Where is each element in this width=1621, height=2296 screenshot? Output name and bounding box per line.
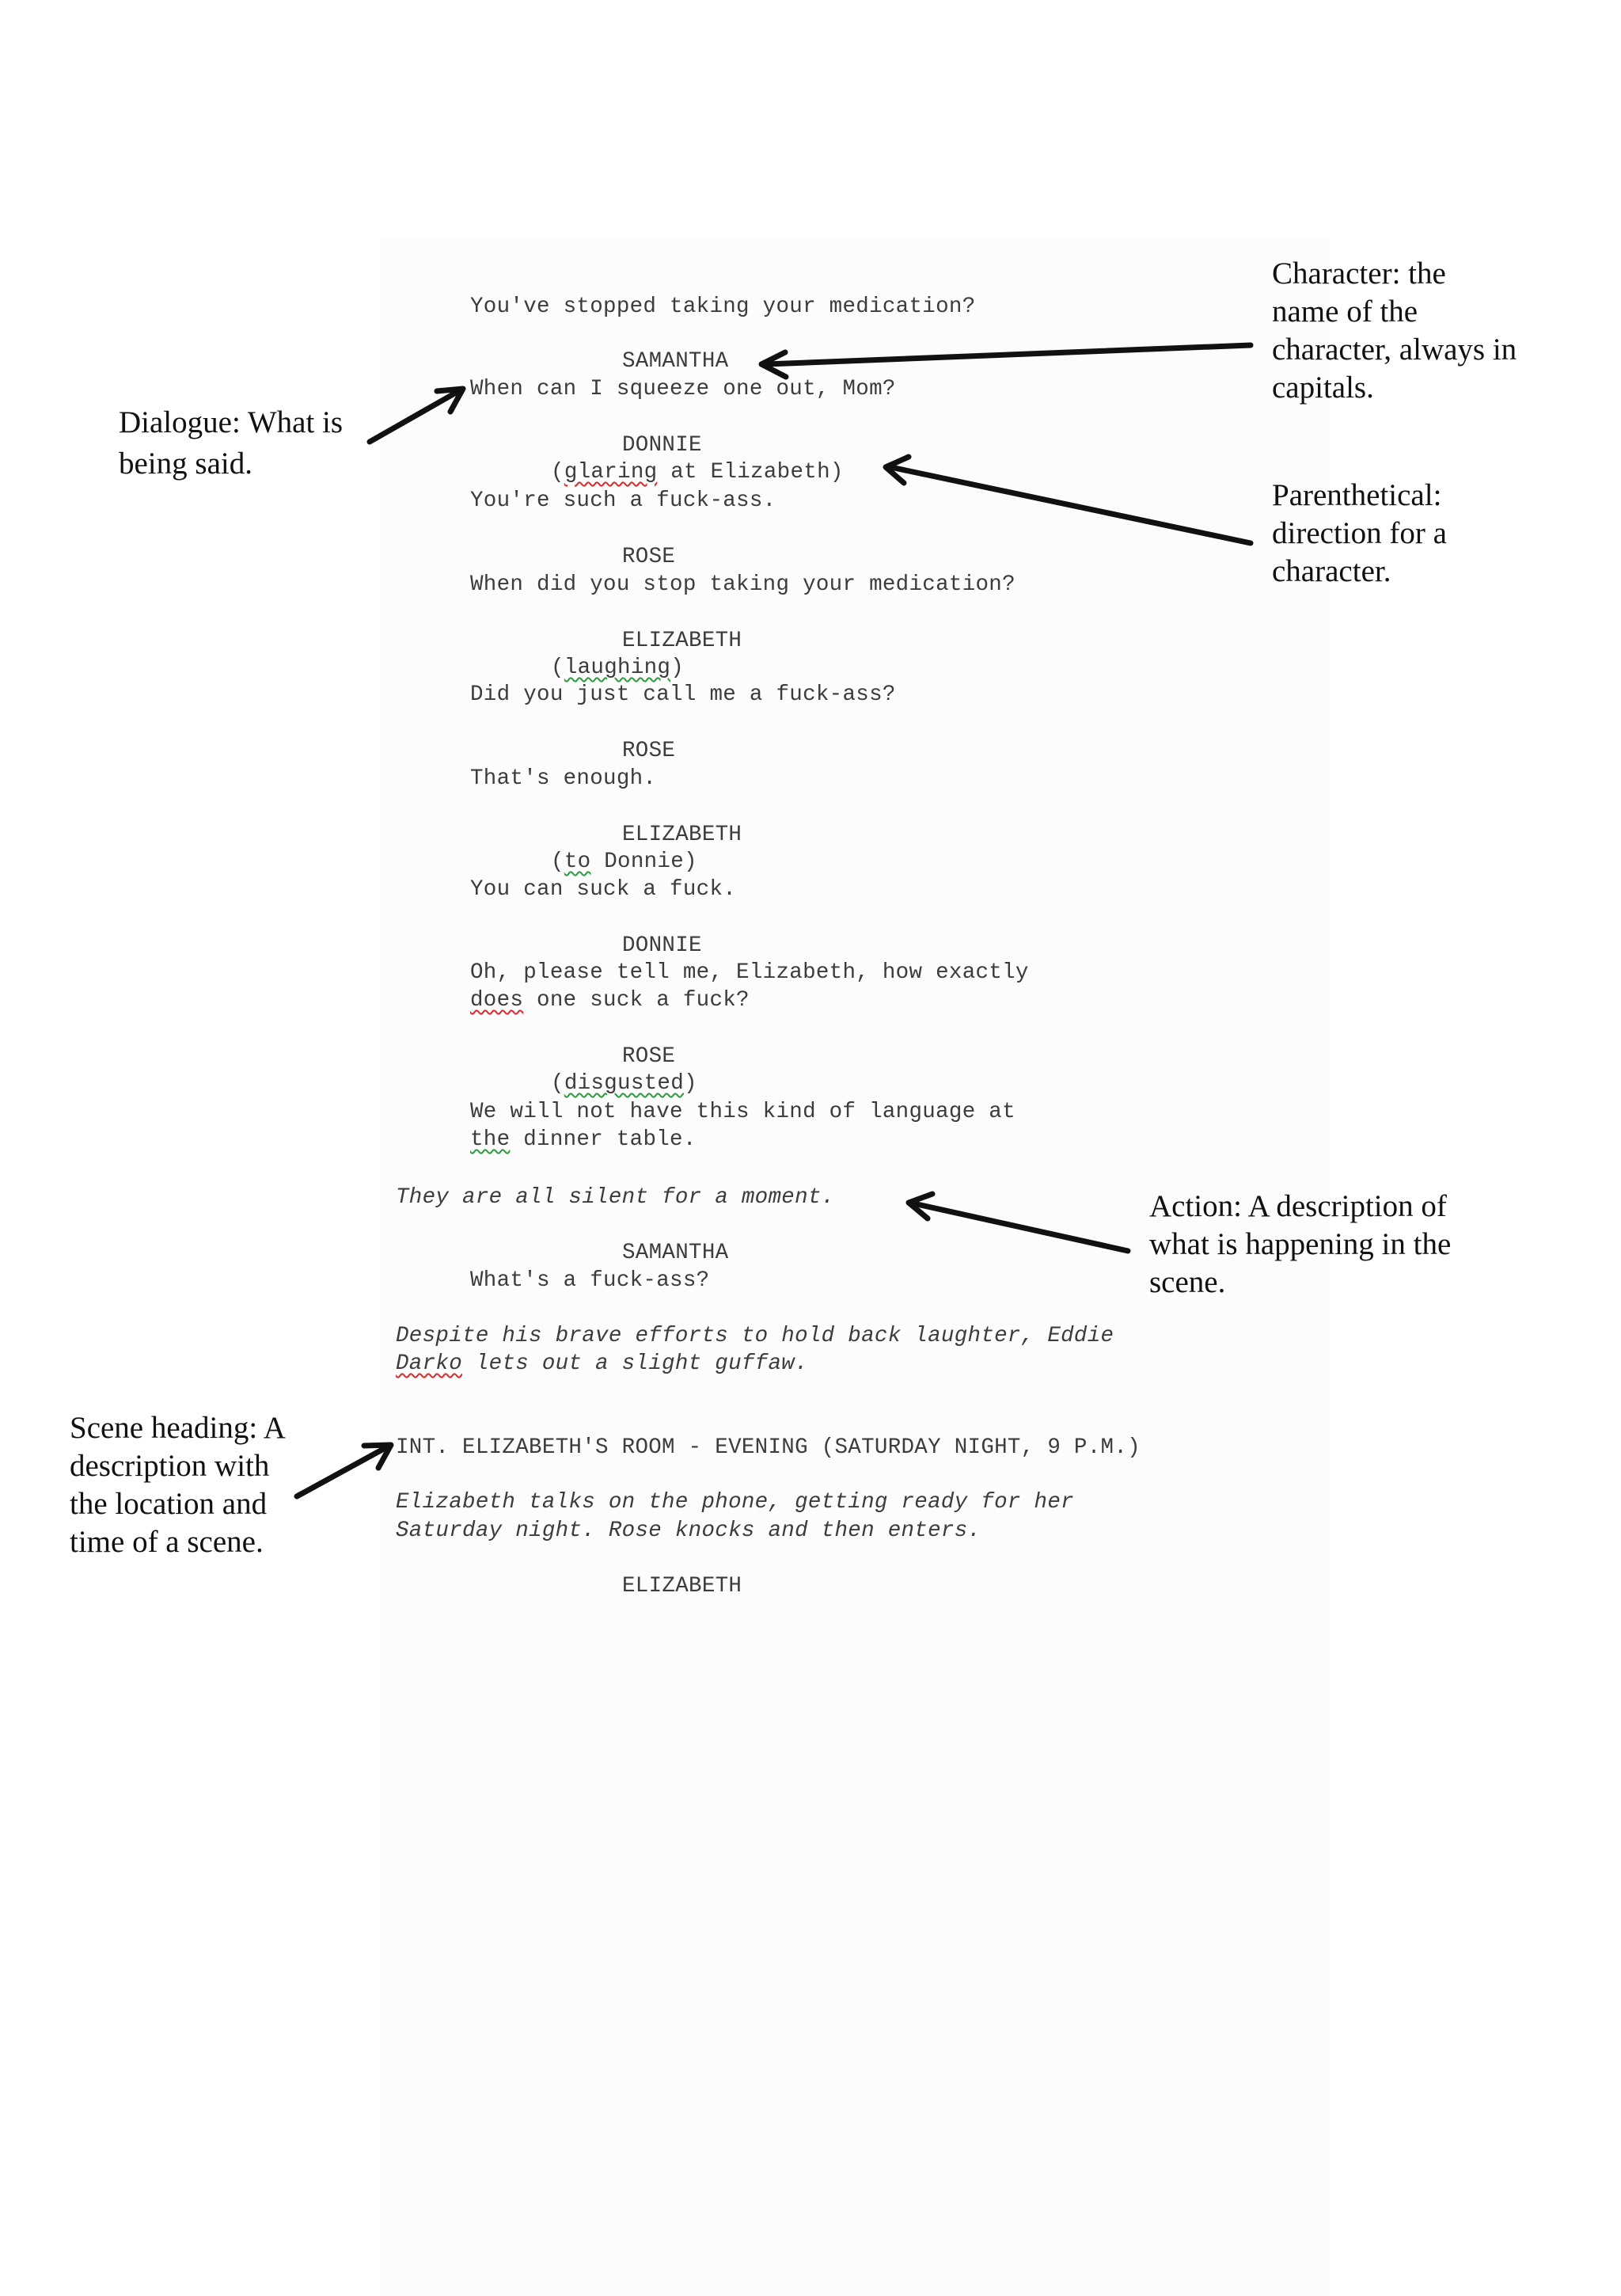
dialogue-line: We will not have this kind of language a…	[470, 1100, 1015, 1124]
annotation-parenthetical: Parenthetical: direction for a character…	[1272, 478, 1447, 588]
character-name: ELIZABETH	[622, 1574, 742, 1598]
annotation-action: Action: A description of what is happeni…	[1149, 1189, 1452, 1299]
character-name: DONNIE	[622, 433, 702, 458]
dialogue-line: You're such a fuck-ass.	[470, 488, 776, 513]
dialogue-line: When can I squeeze one out, Mom?	[470, 377, 896, 401]
dialogue-line: When did you stop taking your medication…	[470, 572, 1015, 597]
parenthetical: (disgusted)	[551, 1071, 697, 1096]
dialogue-line: You've stopped taking your medication?	[470, 295, 976, 319]
annotation-scene-heading: Scene heading: A description with the lo…	[70, 1411, 286, 1559]
character-name: SAMANTHA	[622, 349, 729, 374]
dialogue-line: Oh, please tell me, Elizabeth, how exact…	[470, 960, 1029, 985]
action-line: Elizabeth talks on the phone, getting re…	[396, 1490, 1074, 1515]
character-name: ROSE	[622, 545, 676, 569]
parenthetical: (laughing)	[551, 656, 685, 680]
action-line: Saturday night. Rose knocks and then ent…	[396, 1519, 981, 1543]
dialogue-line: Did you just call me a fuck-ass?	[470, 682, 896, 707]
scene-heading: INT. ELIZABETH'S ROOM - EVENING (SATURDA…	[396, 1435, 1141, 1460]
character-name: ELIZABETH	[622, 629, 742, 653]
action-line: Darko lets out a slight guffaw.	[396, 1351, 808, 1376]
character-name: DONNIE	[622, 933, 702, 958]
parenthetical: (to Donnie)	[551, 850, 697, 874]
annotation-character: Character: the name of the character, al…	[1272, 257, 1517, 405]
scene-heading-arrow-icon	[294, 1443, 393, 1500]
dialogue-line: That's enough.	[470, 766, 657, 791]
dialogue-line: the dinner table.	[470, 1127, 697, 1152]
action-line: Despite his brave efforts to hold back l…	[396, 1324, 1114, 1348]
parenthetical: (glaring at Elizabeth)	[551, 460, 844, 485]
dialogue-line: does one suck a fuck?	[470, 988, 750, 1013]
action-line: They are all silent for a moment.	[396, 1185, 835, 1210]
annotation-dialogue: Dialogue: What is being said.	[119, 405, 344, 481]
dialogue-line: What's a fuck-ass?	[470, 1268, 710, 1293]
screenplay-excerpt	[380, 238, 1330, 2296]
character-name: ROSE	[622, 739, 676, 763]
character-name: SAMANTHA	[622, 1241, 729, 1265]
character-name: ELIZABETH	[622, 823, 742, 847]
character-name: ROSE	[622, 1044, 676, 1069]
dialogue-line: You can suck a fuck.	[470, 877, 737, 902]
